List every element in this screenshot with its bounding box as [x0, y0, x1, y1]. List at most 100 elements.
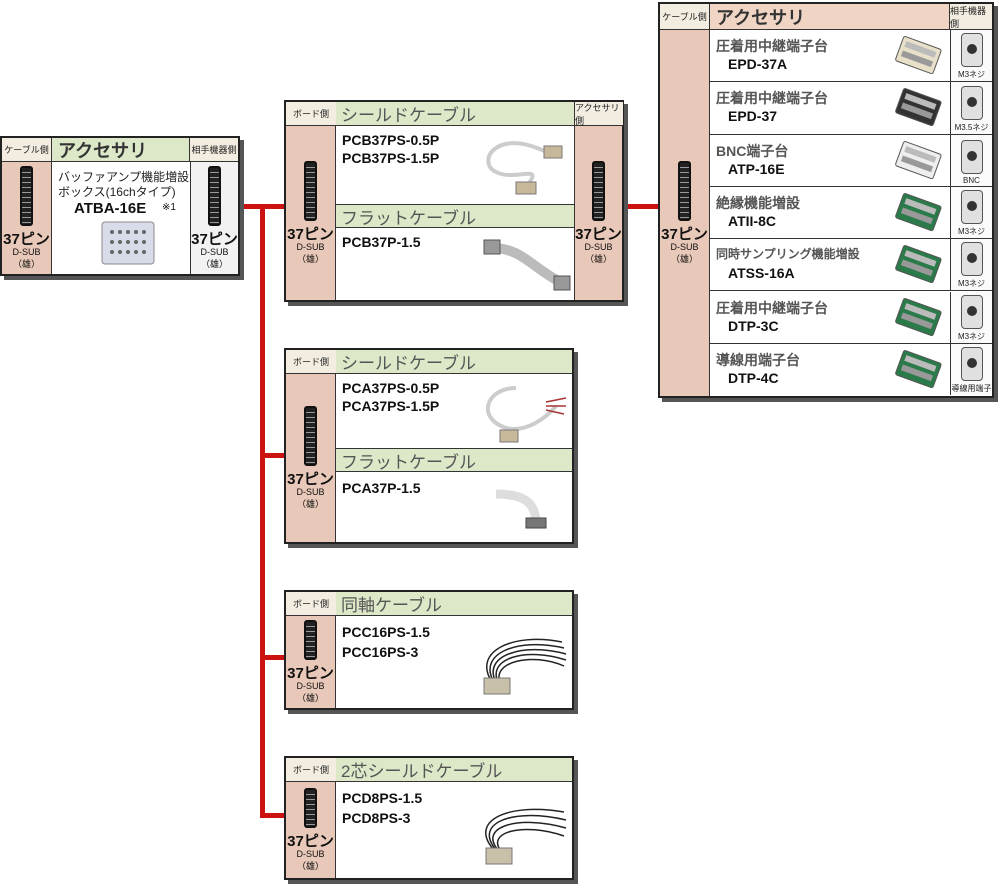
terminal-board-image	[895, 349, 942, 388]
terminal-board-image	[895, 297, 942, 336]
accessory-header: アクセサリ	[710, 4, 950, 30]
screw-terminal-icon	[960, 33, 983, 68]
twisted-shield-cable-image	[485, 808, 567, 865]
accessory-pin-connector: 37ピン D-SUB （雄）	[660, 30, 710, 396]
male-label: （雄）	[584, 254, 612, 265]
section-title: フラットケーブル	[336, 204, 574, 228]
dsub-connector-icon	[592, 160, 605, 221]
accessory-title: 同時サンプリング機能増設	[716, 247, 860, 262]
terminal-type-cell: M3ネジ	[950, 186, 992, 239]
male-label: （雄）	[296, 499, 324, 510]
screw-terminal-icon	[960, 294, 983, 329]
dsub-label: D-SUB	[584, 241, 613, 252]
shield-cable-image	[485, 386, 567, 443]
dsub-connector-icon	[20, 165, 33, 226]
flat-cable-image	[495, 489, 547, 529]
dsub-label: D-SUB	[12, 246, 41, 257]
cable-group-1: ボード側 37ピン D-SUB （雄） シールドケーブル PCB37PS-0.5…	[284, 100, 624, 302]
section-title: シールドケーブル	[336, 102, 574, 126]
dsub-label: D-SUB	[200, 246, 229, 257]
male-label: （雄）	[670, 254, 698, 265]
pin-count: 37ピン	[3, 230, 50, 248]
accessory-panel: ケーブル側 アクセサリ 相手機器側 37ピン D-SUB （雄） 圧着用中継端子…	[658, 2, 994, 398]
pin-count: 37ピン	[191, 230, 238, 248]
accessory-model: ATSS-16A	[728, 265, 795, 282]
accessory-model: DTP-4C	[728, 369, 779, 386]
accessory-model: ATII-8C	[728, 212, 776, 229]
left-accessory-box: ケーブル側 アクセサリ 相手機器側 37ピン D-SUB （雄） バッファアンプ…	[0, 136, 240, 276]
accessory-title: 絶縁機能増設	[716, 194, 800, 211]
accessory-row: 同時サンプリング機能増設 ATSS-16A M3ネジ	[710, 239, 992, 292]
accessory-title: 圧着用中継端子台	[716, 299, 828, 316]
screw-terminal-icon	[960, 190, 983, 225]
part-number: PCA37P-1.5	[342, 480, 421, 496]
buffer-box-image	[101, 221, 155, 265]
section-title: フラットケーブル	[336, 448, 572, 472]
cable-group-2: ボード側 37ピン D-SUB （雄） シールドケーブル PCA37PS-0.5…	[284, 348, 574, 544]
screw-terminal-icon	[960, 242, 983, 277]
pin-count: 37ピン	[287, 832, 334, 850]
accessory-model: ATP-16E	[728, 160, 785, 177]
screw-terminal-icon	[960, 85, 983, 120]
male-label: （雄）	[200, 259, 228, 270]
terminal-type-cell: M3ネジ	[950, 30, 992, 82]
terminal-type-cell: BNC	[950, 134, 992, 186]
board-side-header: ボード側	[286, 102, 336, 126]
board-side-header: ボード側	[286, 350, 336, 374]
pin-count: 37ピン	[287, 470, 334, 488]
shield-cable-image	[486, 141, 563, 195]
cable-side-header: ケーブル側	[2, 138, 52, 162]
coax-cable-image	[483, 638, 567, 695]
left-box-desc-1: バッファアンプ機能増設	[58, 170, 190, 184]
dsub-label: D-SUB	[296, 680, 325, 691]
branch-line-2	[260, 453, 284, 458]
accessory-title: 導線用端子台	[716, 351, 800, 368]
dsub-connector-icon	[304, 405, 317, 466]
accessory-title: BNC端子台	[716, 142, 789, 159]
dsub-connector-icon	[304, 787, 317, 828]
terminal-type-label: BNC	[963, 175, 980, 185]
terminal-type-cell: M3ネジ	[950, 239, 992, 291]
cable-group-3: ボード側 37ピン D-SUB （雄） 同軸ケーブル PCC16PS-1.5 P…	[284, 590, 574, 710]
left-box-desc-2: ボックス(16chタイプ)	[58, 185, 176, 199]
screw-terminal-icon	[960, 347, 983, 382]
pin-count: 37ピン	[287, 664, 334, 682]
male-label: （雄）	[296, 254, 324, 265]
accessory-title: 圧着用中継端子台	[716, 90, 828, 107]
left-box-model: ATBA-16E	[74, 200, 147, 217]
right-pin-connector: 37ピン D-SUB （雄）	[190, 162, 238, 274]
pin-count: 37ピン	[287, 225, 334, 243]
terminal-type-label: M3ネジ	[957, 279, 986, 289]
accessory-pin-connector: アクセサリ側 37ピン D-SUB （雄）	[574, 102, 623, 300]
part-number: PCB37P-1.5	[342, 234, 421, 250]
cable-side-header: ケーブル側	[660, 4, 710, 30]
dsub-label: D-SUB	[670, 241, 699, 252]
board-pin-connector: ボード側 37ピン D-SUB （雄）	[286, 758, 336, 878]
left-pin-connector: 37ピン D-SUB （雄）	[2, 162, 52, 274]
dsub-connector-icon	[304, 160, 317, 221]
board-pin-connector: ボード側 37ピン D-SUB （雄）	[286, 102, 336, 300]
partner-side-header: 相手機器側	[950, 4, 992, 30]
part-number: PCB37PS-1.5P	[342, 150, 440, 166]
section-title: シールドケーブル	[336, 350, 572, 374]
terminal-type-label: M3ネジ	[957, 227, 986, 237]
section-title: 同軸ケーブル	[336, 592, 572, 616]
terminal-type-label: M3ネジ	[957, 70, 986, 80]
part-number: PCD8PS-3	[342, 810, 411, 826]
part-number: PCC16PS-3	[342, 644, 419, 660]
flat-cable-image	[483, 239, 571, 291]
part-number: PCC16PS-1.5	[342, 624, 430, 640]
left-box-note: ※1	[162, 202, 176, 213]
dsub-label: D-SUB	[296, 241, 325, 252]
cable-group-4: ボード側 37ピン D-SUB （雄） 2芯シールドケーブル PCD8PS-1.…	[284, 756, 574, 880]
accessory-title: 圧着用中継端子台	[716, 38, 828, 54]
male-label: （雄）	[12, 259, 40, 270]
part-number: PCA37PS-1.5P	[342, 398, 440, 414]
male-label: （雄）	[296, 693, 324, 704]
trunk-line-vertical	[260, 204, 265, 818]
accessory-line	[624, 204, 658, 209]
